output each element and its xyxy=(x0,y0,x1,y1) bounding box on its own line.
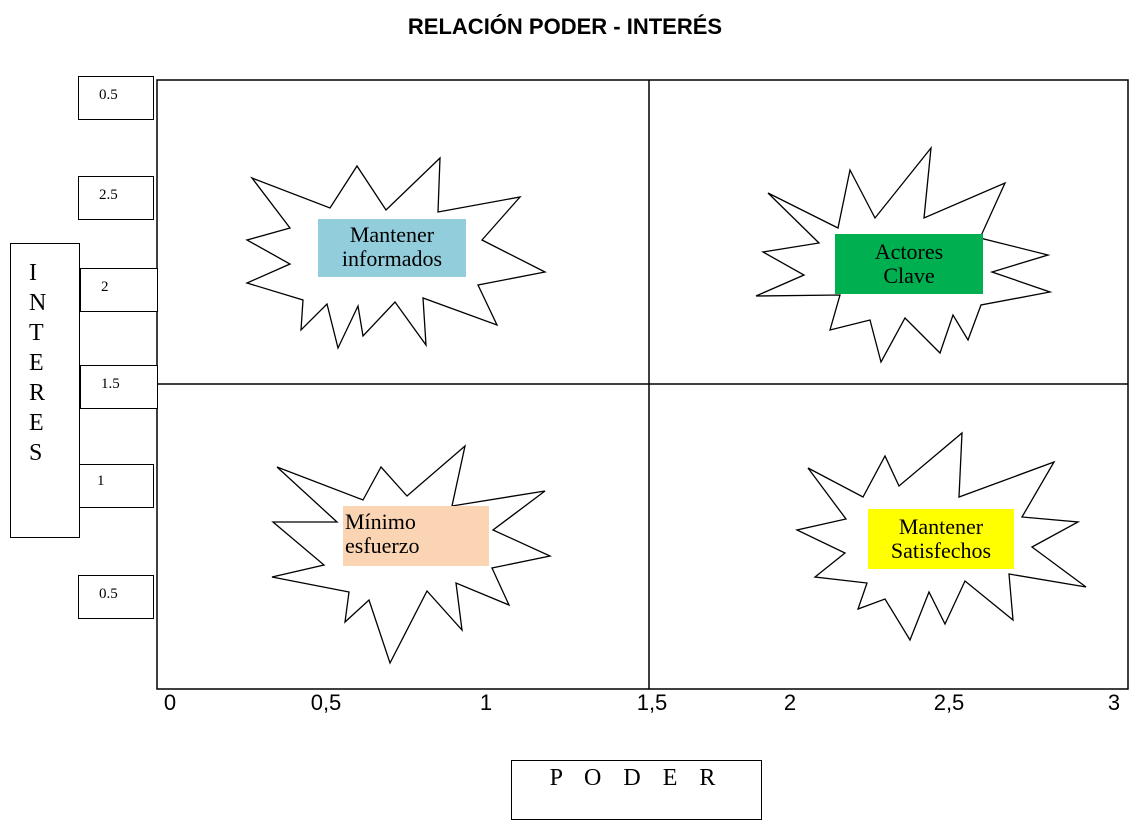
x-tick-label: 0,5 xyxy=(310,690,342,715)
x-tick-label: 1 xyxy=(479,690,493,715)
quadrant-keep-satisfied-line2: Satisfechos xyxy=(890,538,992,563)
quadrant-key-players-line1: Actores xyxy=(874,239,944,264)
x-tick-label: 2,5 xyxy=(933,690,965,715)
y-axis-letter: S xyxy=(29,440,43,466)
y-axis-letter: N xyxy=(29,290,47,316)
quadrant-key-players: Actores Clave xyxy=(835,234,983,294)
quadrant-keep-satisfied: Mantener Satisfechos xyxy=(868,509,1014,569)
y-tick-box: 1.5 xyxy=(80,365,158,409)
y-tick-box: 2.5 xyxy=(78,176,154,220)
y-tick-box: 0.5 xyxy=(78,76,154,120)
x-tick-label: 1,5 xyxy=(636,690,668,715)
y-axis-letter: R xyxy=(29,380,46,406)
y-tick-box: 2 xyxy=(80,268,158,312)
quadrant-minimum-effort-line1: Mínimo xyxy=(345,509,416,534)
quadrant-key-players-line2: Clave xyxy=(883,263,935,288)
y-axis-label: I N T E R E S xyxy=(10,243,80,538)
quadrant-keep-informed-line1: Mantener xyxy=(349,222,435,247)
quadrant-keep-satisfied-line1: Mantener xyxy=(898,514,984,539)
quadrant-keep-informed-line2: informados xyxy=(341,246,443,271)
y-axis-letter: I xyxy=(29,260,37,286)
y-axis-letter: E xyxy=(29,410,44,436)
y-axis-letter: E xyxy=(29,350,44,376)
y-tick-box: 1 xyxy=(76,464,154,508)
quadrant-minimum-effort: Mínimo esfuerzo xyxy=(343,506,489,566)
quadrant-keep-informed: Mantener informados xyxy=(318,219,466,277)
y-axis-letter: T xyxy=(29,320,44,346)
diagram-title: RELACIÓN PODER - INTERÉS xyxy=(407,14,723,39)
x-axis-label: P O D E R xyxy=(511,760,762,820)
y-tick-box: 0.5 xyxy=(78,575,154,619)
quadrant-minimum-effort-line2: esfuerzo xyxy=(345,533,420,558)
x-tick-label: 2 xyxy=(783,690,797,715)
x-tick-label: 0 xyxy=(163,690,177,715)
x-tick-label: 3 xyxy=(1107,690,1121,715)
